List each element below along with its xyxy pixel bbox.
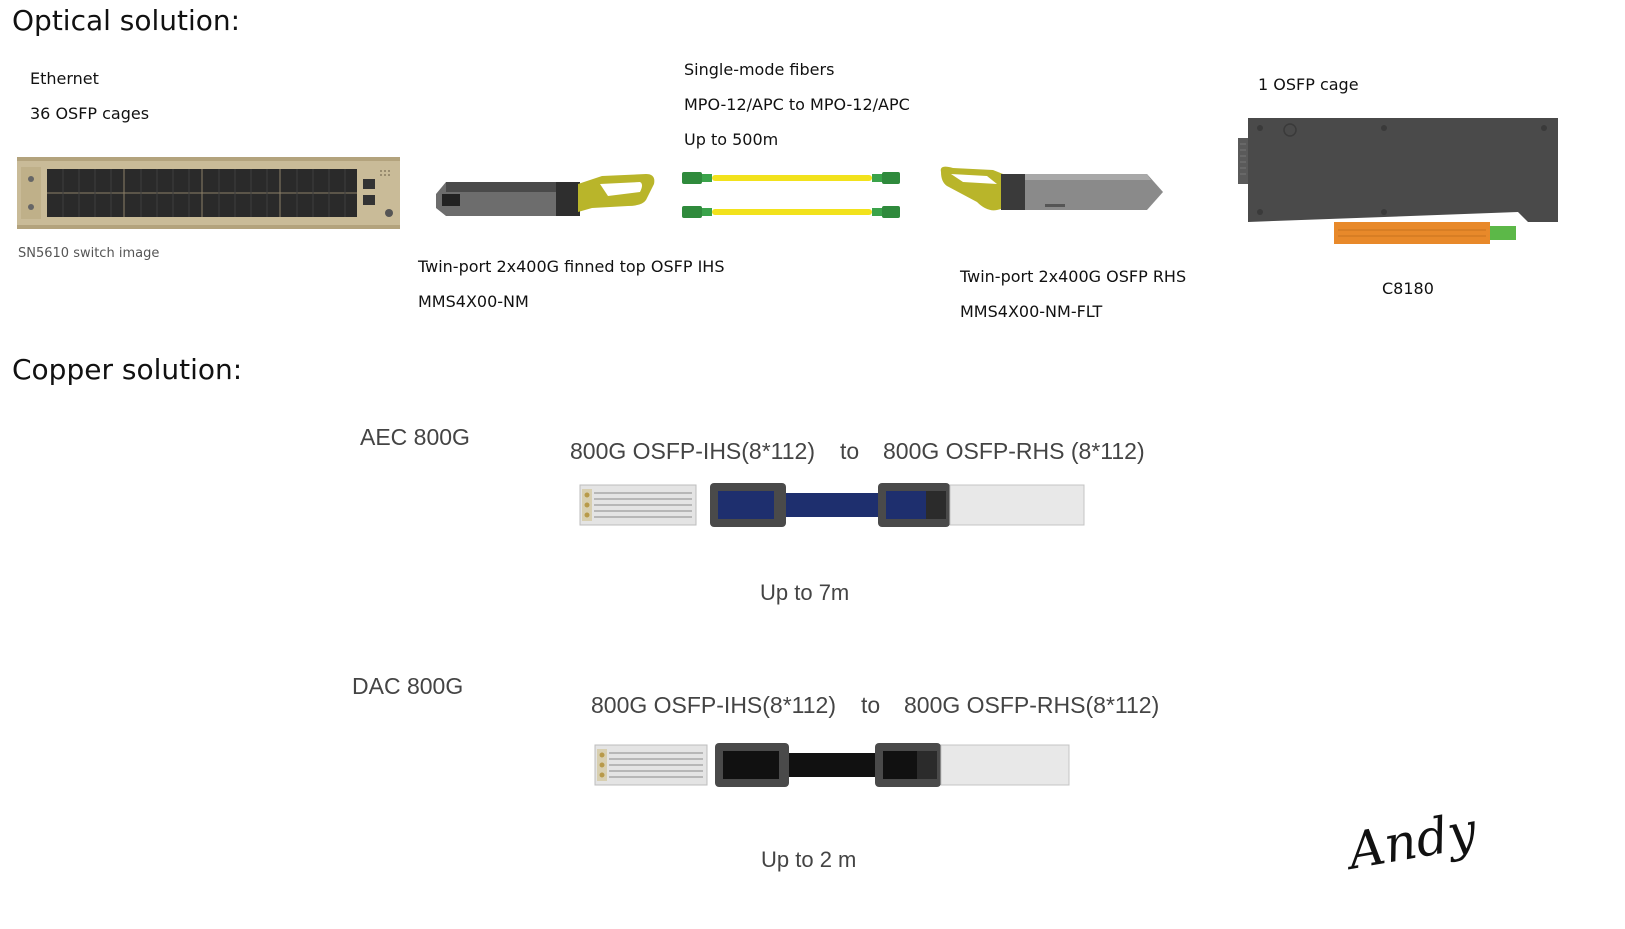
dac-reach-label: Up to 2 m bbox=[761, 847, 857, 872]
switch-image-caption: SN5610 switch image bbox=[18, 246, 160, 261]
nic-model-caption: C8180 bbox=[1382, 279, 1434, 298]
aec-cable-image bbox=[579, 483, 1085, 527]
switch-image bbox=[17, 157, 400, 229]
transceiver-ihs-part-number: MMS4X00-NM bbox=[418, 292, 529, 311]
author-signature: Andy bbox=[1343, 801, 1481, 881]
transceiver-rhs-part-number: MMS4X00-NM-FLT bbox=[960, 302, 1103, 321]
nic-cage-label: 1 OSFP cage bbox=[1258, 75, 1359, 94]
dac-label: DAC 800G bbox=[352, 673, 464, 699]
fiber-reach-label: Up to 500m bbox=[684, 130, 779, 149]
copper-heading: Copper solution: bbox=[12, 353, 243, 386]
optical-heading: Optical solution: bbox=[12, 4, 241, 37]
aec-reach-label: Up to 7m bbox=[760, 580, 850, 605]
dac-end-a-label: 800G OSFP-IHS(8*112) bbox=[591, 692, 837, 718]
transceiver-ihs-name: Twin-port 2x400G finned top OSFP IHS bbox=[418, 257, 725, 276]
aec-label: AEC 800G bbox=[360, 424, 470, 450]
transceiver-rhs-image bbox=[940, 166, 1163, 211]
fiber-cables-image bbox=[682, 172, 900, 218]
fiber-type-label: Single-mode fibers bbox=[684, 60, 835, 79]
nic-card-image bbox=[1238, 118, 1558, 244]
switch-cage-count-label: 36 OSFP cages bbox=[30, 104, 150, 123]
aec-end-b-label: 800G OSFP-RHS (8*112) bbox=[883, 438, 1145, 464]
aec-to-label: to bbox=[840, 438, 860, 464]
switch-type-label: Ethernet bbox=[30, 69, 99, 88]
dac-to-label: to bbox=[861, 692, 881, 718]
dac-cable-image bbox=[594, 743, 1070, 787]
transceiver-rhs-name: Twin-port 2x400G OSFP RHS bbox=[960, 267, 1187, 286]
transceiver-ihs-image bbox=[436, 174, 655, 216]
fiber-connector-label: MPO-12/APC to MPO-12/APC bbox=[684, 95, 910, 114]
aec-end-a-label: 800G OSFP-IHS(8*112) bbox=[570, 438, 816, 464]
dac-end-b-label: 800G OSFP-RHS(8*112) bbox=[904, 692, 1160, 718]
